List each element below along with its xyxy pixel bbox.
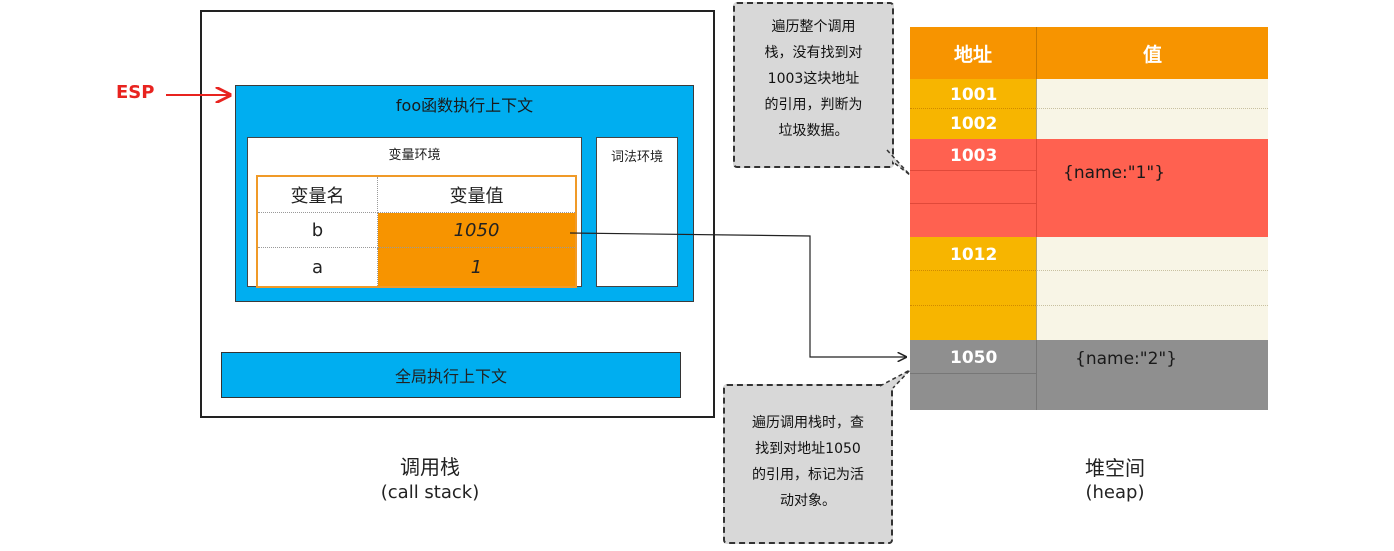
variable-environment: 变量环境 变量名 变量值 b 1050 a 1 bbox=[247, 137, 582, 288]
global-execution-context: 全局执行上下文 bbox=[221, 352, 681, 398]
foo-execution-context: foo函数执行上下文 变量环境 变量名 变量值 b 1050 a 1 词法环境 bbox=[235, 85, 694, 302]
heap-address-1012: 1012 bbox=[910, 237, 1036, 271]
heap-label: 堆空间 bbox=[1085, 456, 1145, 480]
callout-line: 垃圾数据。 bbox=[778, 123, 849, 139]
variable-value-a: 1 bbox=[378, 248, 575, 286]
heap-table: 地址 值 1001 1002 1003 {name:"1"} 1012 1050… bbox=[910, 27, 1268, 410]
heap-value-empty bbox=[1036, 306, 1268, 340]
lexical-environment-title: 词法环境 bbox=[610, 150, 663, 165]
callout-line: 1003这块地址 bbox=[767, 71, 860, 87]
heap-address-1050: 1050 bbox=[910, 340, 1036, 374]
heap-label-en: (heap) bbox=[1085, 482, 1145, 503]
heap-address-1003: 1003 bbox=[910, 139, 1036, 171]
heap-value-empty bbox=[1036, 79, 1268, 109]
heap-address-1001: 1001 bbox=[910, 79, 1036, 109]
variable-name-b: b bbox=[258, 213, 378, 248]
callout-line: 栈，没有找到对 bbox=[764, 45, 863, 61]
callout-line: 遍历调用栈时，查 bbox=[752, 415, 864, 431]
heap-value-empty bbox=[1036, 237, 1268, 271]
heap-value-empty bbox=[1036, 109, 1268, 139]
heap-value-1003: {name:"1"} bbox=[1036, 139, 1268, 237]
callout-active: 遍历调用栈时，查 找到对地址1050 的引用，标记为活 动对象。 bbox=[723, 384, 893, 544]
heap-object-1003: {name:"1"} bbox=[1063, 163, 1166, 183]
table-header-name: 变量名 bbox=[258, 177, 378, 213]
callout-pointer-bottom bbox=[879, 369, 911, 389]
callout-pointer-top bbox=[886, 149, 911, 176]
callout-line: 找到对地址1050 bbox=[755, 441, 861, 457]
lexical-environment: 词法环境 bbox=[596, 137, 678, 287]
heap-rows-1003: 1003 {name:"1"} bbox=[910, 139, 1268, 237]
call-stack-label: 调用栈 bbox=[400, 455, 460, 479]
callout-garbage: 遍历整个调用 栈，没有找到对 1003这块地址 的引用，判断为 垃圾数据。 bbox=[733, 2, 894, 168]
variable-table: 变量名 变量值 b 1050 a 1 bbox=[256, 175, 577, 288]
callout-line: 遍历整个调用 bbox=[771, 19, 856, 35]
esp-label: ESP bbox=[116, 82, 155, 103]
heap-row-divider bbox=[910, 203, 1036, 204]
variable-environment-title: 变量环境 bbox=[388, 148, 441, 163]
heap-header-address: 地址 bbox=[910, 27, 1036, 79]
heap-header-value: 值 bbox=[1036, 27, 1268, 79]
table-header-value: 变量值 bbox=[378, 177, 575, 213]
callout-line: 的引用，标记为活 bbox=[752, 467, 864, 483]
reference-arrow-1050 bbox=[569, 232, 906, 357]
heap-address-empty bbox=[910, 306, 1036, 340]
heap-value-empty bbox=[1036, 271, 1268, 306]
heap-address-empty bbox=[910, 271, 1036, 306]
heap-object-1050: {name:"2"} bbox=[1075, 349, 1178, 369]
heap-rows-1012: 1012 bbox=[910, 237, 1268, 340]
heap-rows-1001-1002: 1001 1002 bbox=[910, 79, 1268, 139]
variable-name-a: a bbox=[258, 248, 378, 286]
foo-context-title: foo函数执行上下文 bbox=[395, 96, 534, 115]
call-stack-label-en: (call stack) bbox=[380, 482, 480, 503]
callout-line: 的引用，判断为 bbox=[764, 97, 863, 113]
variable-value-b: 1050 bbox=[378, 213, 575, 248]
call-stack-frame bbox=[200, 10, 715, 418]
heap-rows-1050: 1050 {name:"2"} bbox=[910, 340, 1268, 410]
heap-value-1050: {name:"2"} bbox=[1036, 340, 1268, 410]
heap-address-1002: 1002 bbox=[910, 109, 1036, 139]
callout-line: 动对象。 bbox=[780, 493, 836, 509]
